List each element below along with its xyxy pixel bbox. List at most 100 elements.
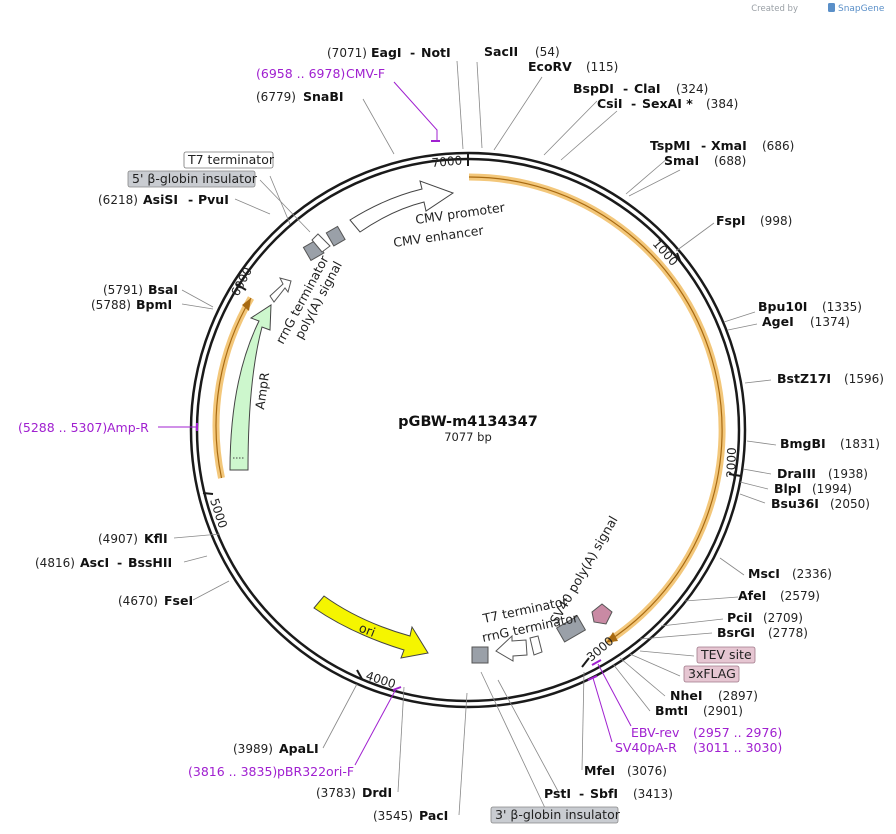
globin5-boxed-label[interactable]: 5' β-globin insulator [127, 170, 258, 188]
sites_right-11-pos-text: (1938) [828, 467, 868, 481]
primers-1-pos-text: (5288 .. 5307) [18, 420, 107, 435]
sites_left-3-pos-text: (5791) [103, 283, 143, 297]
sites_left-6-name2-text: BssHII [128, 555, 172, 570]
separator-dash: - [623, 81, 628, 96]
site-tspmi-xmai[interactable]: TspMI - XmaI (686) [650, 138, 794, 153]
ampr-feature[interactable] [229, 304, 272, 471]
cmv-enhancer-label: CMV enhancer [392, 222, 485, 250]
sites_right-14-name-text: MscI [748, 566, 780, 581]
sites_right-2-pos-text: (324) [676, 82, 708, 96]
site-pcii[interactable]: PciI (2709) [727, 610, 803, 625]
site-afei[interactable]: AfeI (2579) [738, 588, 820, 603]
sites_right-21-pos-text: (3413) [633, 787, 673, 801]
sites_right-4-name2-text: XmaI [711, 138, 747, 153]
primers-2-pos-text: (3816 .. 3835) [188, 764, 277, 779]
sites_right-12-pos-text: (1994) [812, 482, 852, 496]
snapgene-credit: Created by SnapGene [751, 3, 885, 14]
sites_left-1-name-text: SnaBI [303, 89, 344, 104]
primers-4-name-text: SV40pA-R [615, 740, 677, 755]
primer-amp-r[interactable]: (5288 .. 5307) Amp-R [18, 420, 149, 435]
site-asci-bsshii[interactable]: (4816) AscI - BssHII [35, 555, 172, 570]
boxed_labels-flag-text: 3xFLAG [688, 666, 736, 681]
sites_right-5-pos-text: (688) [714, 154, 746, 168]
site-kfli[interactable]: (4907) KflI [98, 531, 168, 546]
site-bstz17i[interactable]: BstZ17I (1596) [777, 371, 884, 386]
cmv-promoter-feature[interactable] [349, 180, 455, 233]
globin3-boxed-label[interactable]: 3' β-globin insulator [490, 806, 621, 824]
primer-cmv-f[interactable]: (6958 .. 6978) CMV-F [256, 66, 385, 81]
site-bpu10i[interactable]: Bpu10I (1335) [758, 299, 862, 314]
sites_right-18-pos-text: (2897) [718, 689, 758, 703]
sites_right-6-name-text: FspI [716, 213, 746, 228]
sites_left-8-pos-text: (3989) [233, 742, 273, 756]
sites_left-10-name-text: PacI [419, 808, 448, 823]
sites_right-16-pos-text: (2709) [763, 611, 803, 625]
site-fspi[interactable]: FspI (998) [716, 213, 792, 228]
site-mfei[interactable]: MfeI (3076) [584, 763, 667, 778]
site-bspdi-clai[interactable]: BspDI - ClaI (324) [573, 81, 708, 96]
site-msci[interactable]: MscI (2336) [748, 566, 832, 581]
site-asisi-pvui[interactable]: (6218) AsiSI - PvuI [98, 192, 229, 207]
site-draiii[interactable]: DraIII (1938) [777, 466, 868, 481]
site-drdi[interactable]: (3783) DrdI [316, 785, 392, 800]
tick-7000: 7000 [431, 153, 463, 170]
t7-terminator-top-boxed-label[interactable]: T7 terminator [183, 151, 275, 169]
sites_right-2-name-text: BspDI [573, 81, 614, 96]
site-snabi[interactable]: (6779) SnaBI [256, 89, 344, 104]
site-bmti[interactable]: BmtI (2901) [655, 703, 743, 718]
site-bsai[interactable]: (5791) BsaI [103, 282, 178, 297]
site-apali[interactable]: (3989) ApaLI [233, 741, 319, 756]
primer-pbr322ori-f[interactable]: (3816 .. 3835) pBR322ori-F [188, 764, 354, 779]
t7-terminator-bottom-feature[interactable] [495, 634, 528, 662]
sites_right-20-pos-text: (3076) [627, 764, 667, 778]
flag-boxed-label[interactable]: 3xFLAG [683, 665, 740, 683]
site-blpi[interactable]: BlpI (1994) [774, 481, 852, 496]
site-bsu36i[interactable]: Bsu36I (2050) [771, 496, 870, 511]
site-fsei[interactable]: (4670) FseI [118, 593, 193, 608]
sites_right-6-pos-text: (998) [760, 214, 792, 228]
credit-brand: SnapGene [838, 4, 885, 14]
site-agei[interactable]: AgeI (1374) [762, 314, 850, 329]
tev-site-boxed-label[interactable]: TEV site [696, 646, 756, 664]
sv40-polya-feature[interactable] [555, 615, 587, 643]
plasmid-length: 7077 bp [444, 430, 492, 444]
site-ecorv[interactable]: EcoRV (115) [528, 59, 618, 74]
sites_right-5-name-text: SmaI [664, 153, 699, 168]
ori-feature[interactable] [313, 595, 429, 659]
sites_left-6-name-text: AscI [80, 555, 109, 570]
tev-flag-feature[interactable] [591, 603, 613, 625]
sites_right-19-name-text: BmtI [655, 703, 688, 718]
site-bmgbi[interactable]: BmgBI (1831) [780, 436, 880, 451]
primer-ebv-rev[interactable]: EBV-rev (2957 .. 2976) [631, 725, 782, 740]
polya-small-bottom-feature[interactable] [529, 635, 543, 656]
sites_right-17-name-text: BsrGI [717, 625, 755, 640]
polya-signal-top-feature[interactable] [311, 233, 331, 253]
separator-dash: - [579, 786, 584, 801]
sites_left-9-name-text: DrdI [362, 785, 392, 800]
primer-sv40pa-r[interactable]: SV40pA-R (3011 .. 3030) [615, 740, 782, 755]
sites_left-5-name-text: KflI [144, 531, 168, 546]
rrng-terminator-top-feature[interactable] [269, 277, 292, 303]
sites_right-1-pos-text: (115) [586, 60, 618, 74]
site-paci[interactable]: (3545) PacI [373, 808, 448, 823]
sites_left-6-pos-text: (4816) [35, 556, 75, 570]
site-eagi-noti[interactable]: (7071) EagI - NotI [327, 45, 451, 60]
sites_right-0-pos-text: (54) [535, 45, 560, 59]
site-nhei[interactable]: NheI (2897) [670, 688, 758, 703]
site-smai[interactable]: SmaI (688) [664, 153, 746, 168]
site-sacii[interactable]: SacII (54) [484, 44, 560, 59]
sites_right-19-pos-text: (2901) [703, 704, 743, 718]
globin5-insulator-feature[interactable] [325, 225, 346, 247]
orf-arc-right[interactable] [468, 173, 726, 646]
sites_left-7-name-text: FseI [164, 593, 193, 608]
site-csii-sexai[interactable]: CsiI - SexAI * (384) [597, 96, 738, 111]
boxed_labels-globin5-text: 5' β-globin insulator [132, 171, 258, 186]
site-psti-sbfi[interactable]: PstI - SbfI (3413) [544, 786, 673, 801]
site-bsrgi[interactable]: BsrGI (2778) [717, 625, 808, 640]
site-bpmi[interactable]: (5788) BpmI [91, 297, 172, 312]
orf-arc-left[interactable] [212, 296, 255, 479]
sites_right-15-name-text: AfeI [738, 588, 766, 603]
sites_right-0-name-text: SacII [484, 44, 518, 59]
rrng-terminator-bottom-feature[interactable] [471, 646, 489, 664]
sites_right-4-name-text: TspMI [650, 138, 690, 153]
